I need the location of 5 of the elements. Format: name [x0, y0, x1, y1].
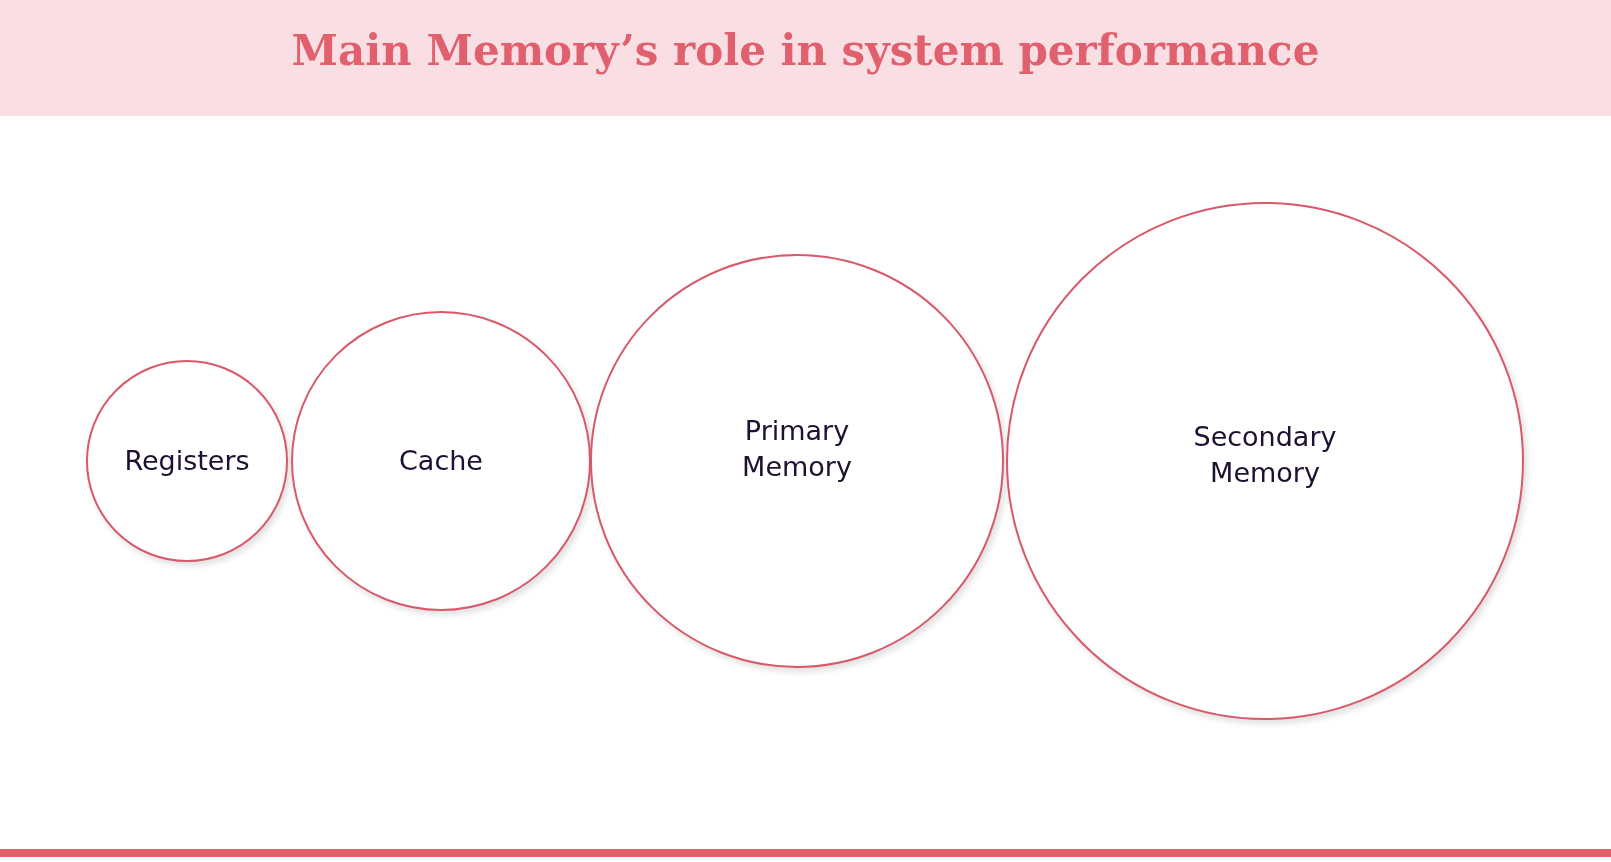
node-label: Secondary Memory [1192, 419, 1338, 490]
node-label: Registers [124, 443, 250, 478]
node-label: Cache [399, 443, 483, 478]
title: Main Memory’s role in system performance [290, 26, 1321, 75]
node-label: Primary Memory [741, 413, 853, 484]
